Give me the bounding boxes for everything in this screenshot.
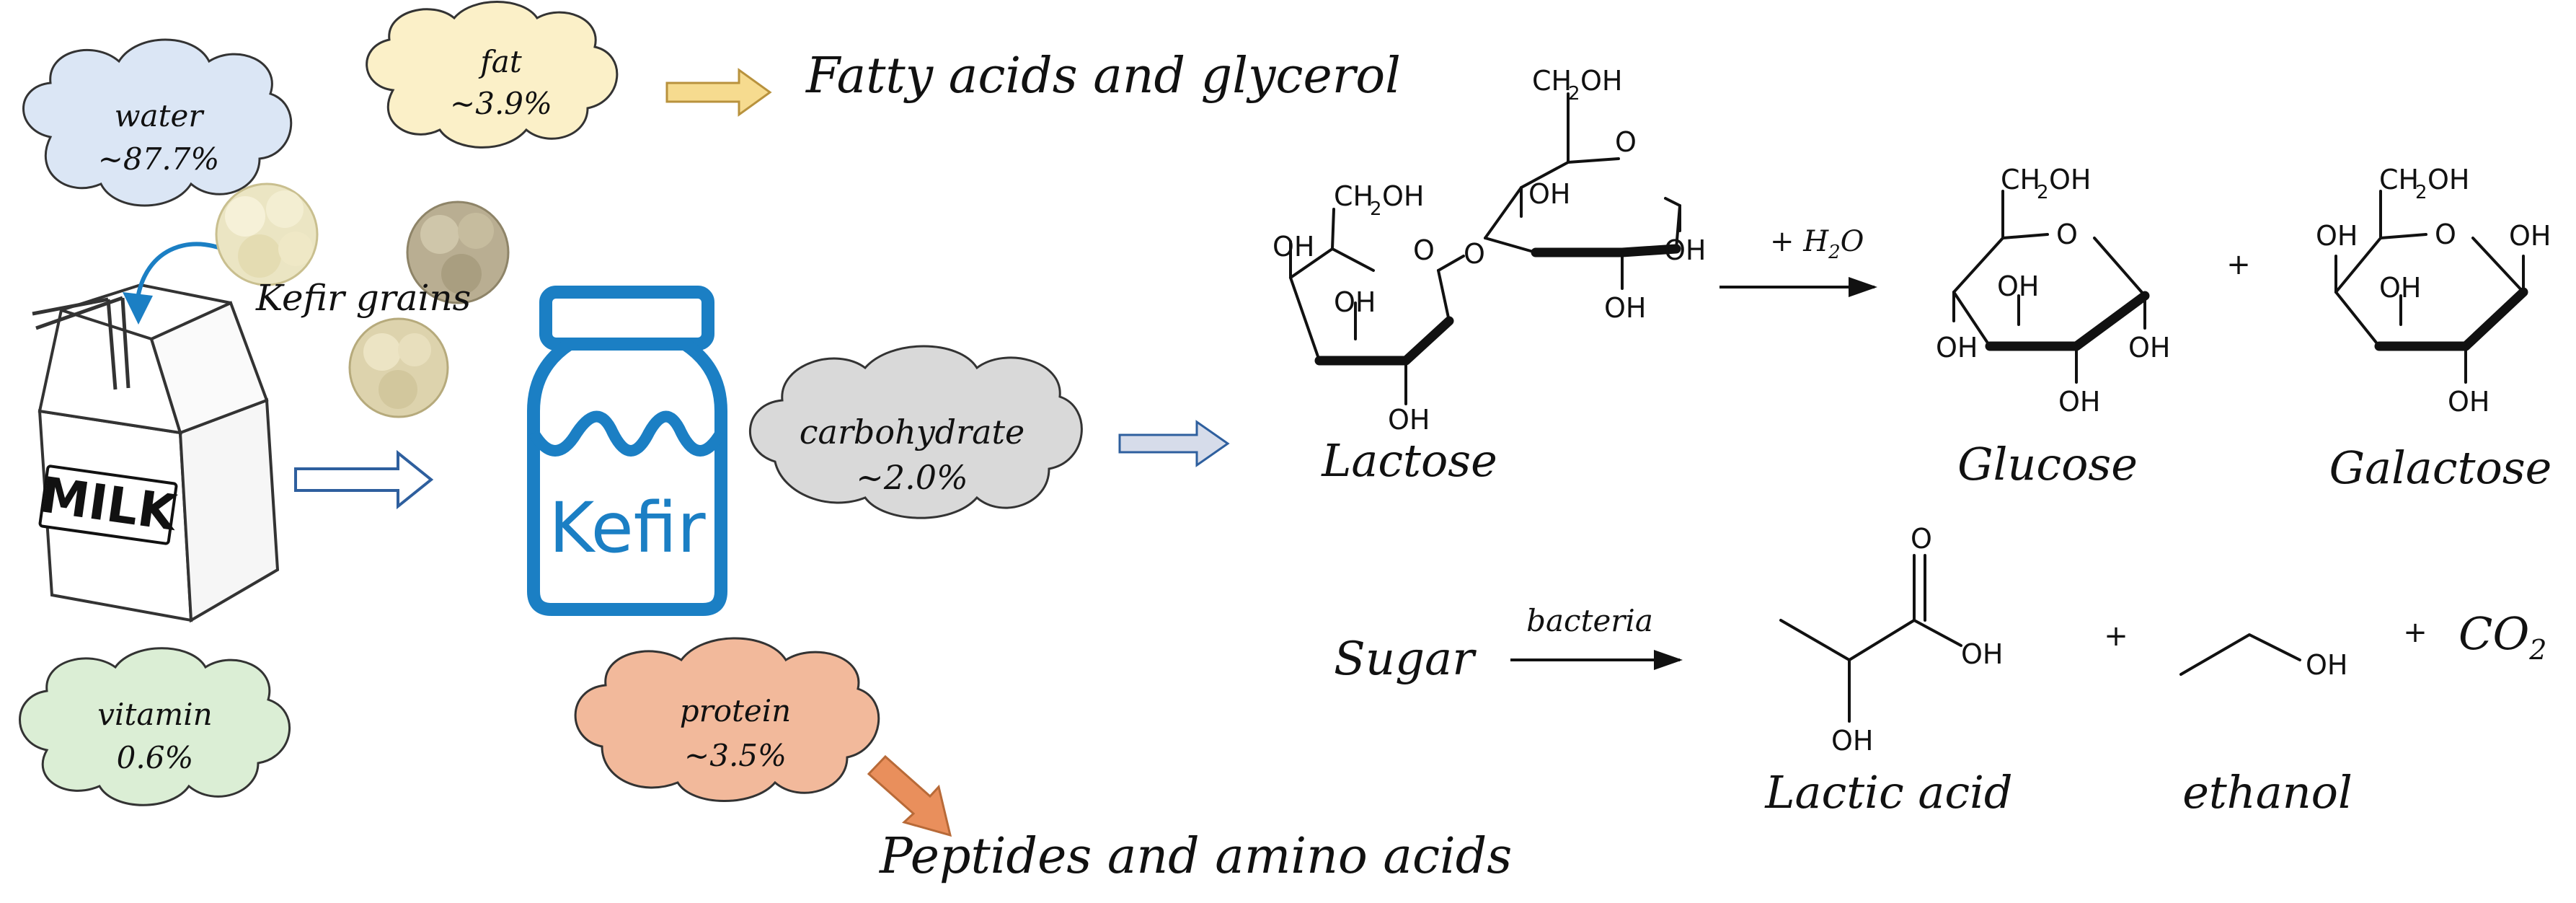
kefir-jar: Kefir — [527, 286, 727, 616]
ethanol-label: ethanol — [2182, 766, 2353, 819]
protein-cloud-shape — [574, 637, 880, 802]
jar-wave — [528, 410, 726, 457]
lactose-ch2oh-ch: CH — [1334, 180, 1373, 212]
fat-arrow — [665, 68, 772, 117]
carton-side — [178, 398, 280, 623]
glucose-galactose-plus: + — [2226, 248, 2251, 281]
hydrolysis-reagent: + H2O — [1770, 225, 1864, 263]
galactose-oh-2: OH — [2379, 272, 2421, 304]
glucose-ring-o: O — [2056, 219, 2078, 250]
carton-top-side — [149, 301, 269, 435]
galactose-ch2oh-oh: OH — [2427, 164, 2469, 195]
galactose-oh-1: OH — [2316, 220, 2358, 252]
water-cloud-shape — [22, 38, 293, 207]
galactose-label: Galactose — [2329, 441, 2552, 494]
glucose-molecule: CH 2 OH O OH OH OH OH Glucose — [1936, 164, 2170, 490]
lactose-ring-o-1: O — [1413, 234, 1435, 266]
lactose-ch2oh-oh: OH — [1382, 180, 1424, 212]
water-cloud: water ~87.7% — [22, 38, 293, 207]
glucose-oh-3: OH — [2128, 332, 2170, 364]
lactic-acid-molecule: O OH OH Lactic acid — [1764, 523, 2012, 819]
fat-cloud-shape — [366, 1, 619, 149]
milk-carton: MILK — [32, 242, 280, 623]
lactose-bridge-o: O — [1464, 238, 1485, 270]
milk-label: MILK — [37, 464, 181, 545]
fat-products-label: Fatty acids and glycerol — [805, 48, 1401, 105]
fat-label: fat — [478, 44, 522, 79]
carbohydrate-cloud: carbohydrate ~2.0% — [749, 345, 1083, 519]
lactose-oh-5: OH — [1664, 234, 1706, 266]
lactose-ch2oh-2: 2 — [1370, 198, 1382, 220]
glucose-oh-2: OH — [1936, 332, 1978, 364]
carbohydrate-value: ~2.0% — [856, 458, 968, 497]
galactose-oh-3: OH — [2509, 220, 2551, 252]
galactose-ch2oh-2: 2 — [2415, 182, 2427, 203]
lactose-ch2oh2-oh: OH — [1580, 65, 1622, 97]
jar-lid — [539, 286, 714, 351]
fat-value: ~3.9% — [450, 86, 552, 121]
lactic-acid-oh-2: OH — [1831, 725, 1873, 757]
grain-3 — [348, 317, 449, 418]
glucose-ch2oh-oh: OH — [2049, 164, 2091, 195]
sugar-label: Sugar — [1334, 633, 1477, 686]
vitamin-cloud-shape — [19, 647, 291, 806]
vitamin-cloud: vitamin 0.6% — [19, 647, 291, 806]
protein-value: ~3.5% — [684, 738, 787, 773]
glucose-oh-4: OH — [2058, 386, 2100, 418]
glucose-oh-1: OH — [1997, 270, 2039, 302]
vitamin-value: 0.6% — [117, 740, 194, 775]
protein-arrow — [867, 754, 952, 837]
kefir-grains-image: Kefir grains — [215, 182, 510, 418]
lactose-ring-o-2: O — [1615, 126, 1637, 158]
lactic-acid-o: O — [1911, 523, 1932, 555]
glucose-label: Glucose — [1957, 438, 2138, 490]
kefir-grains-label: Kefir grains — [255, 277, 471, 319]
lactose-ch2oh2-2: 2 — [1568, 83, 1580, 105]
protein-cloud: protein ~3.5% — [574, 637, 880, 802]
lactose-oh-4: OH — [1528, 178, 1570, 210]
ethanol-molecule: OH ethanol — [2179, 633, 2353, 819]
fat-cloud: fat ~3.9% — [366, 1, 619, 149]
fermentation-reagent: bacteria — [1526, 603, 1653, 638]
vitamin-label: vitamin — [97, 697, 212, 732]
lactose-oh-3: OH — [1388, 404, 1430, 436]
straw-bend — [32, 296, 123, 330]
lactose-oh-2: OH — [1334, 286, 1376, 318]
ethanol-co2-plus: + — [2403, 616, 2427, 649]
straw — [106, 297, 130, 390]
lactic-acid-oh-1: OH — [1961, 638, 2003, 670]
lactose-oh-1: OH — [1272, 231, 1314, 263]
carbohydrate-arrow — [1118, 420, 1230, 467]
galactose-molecule: CH 2 OH O OH OH OH OH Galactose — [2316, 164, 2551, 494]
protein-products-label: Peptides and amino acids — [878, 828, 1512, 885]
protein-label: protein — [680, 693, 791, 728]
ethanol-oh: OH — [2306, 649, 2347, 681]
grain-1 — [215, 182, 319, 286]
lactose-ch2oh2-ch: CH — [1532, 65, 1572, 97]
grain-2 — [406, 201, 510, 304]
glucose-ch2oh-ch: CH — [2001, 164, 2040, 195]
milk-to-kefir-arrow — [294, 449, 434, 510]
carbohydrate-cloud-shape — [749, 345, 1083, 519]
lactic-acid-label: Lactic acid — [1764, 766, 2012, 819]
co2-label: CO2 — [2458, 607, 2546, 666]
lactic-ethanol-plus: + — [2104, 620, 2128, 653]
kefir-label: Kefir — [549, 488, 706, 568]
jar-body — [527, 338, 727, 616]
lactose-oh-6: OH — [1604, 292, 1646, 324]
water-value: ~87.7% — [98, 141, 220, 177]
carbohydrate-label: carbohydrate — [800, 413, 1025, 452]
glucose-ch2oh-2: 2 — [2037, 182, 2049, 203]
lactose-label: Lactose — [1321, 434, 1497, 487]
galactose-oh-4: OH — [2448, 386, 2489, 418]
grains-to-milk-arrowhead — [123, 292, 153, 325]
galactose-ch2oh-ch: CH — [2379, 164, 2419, 195]
water-label: water — [115, 98, 205, 133]
galactose-ring-o: O — [2435, 219, 2456, 250]
lactose-molecule: CH 2 OH O OH OH OH O CH 2 OH O OH OH OH … — [1272, 65, 1706, 487]
